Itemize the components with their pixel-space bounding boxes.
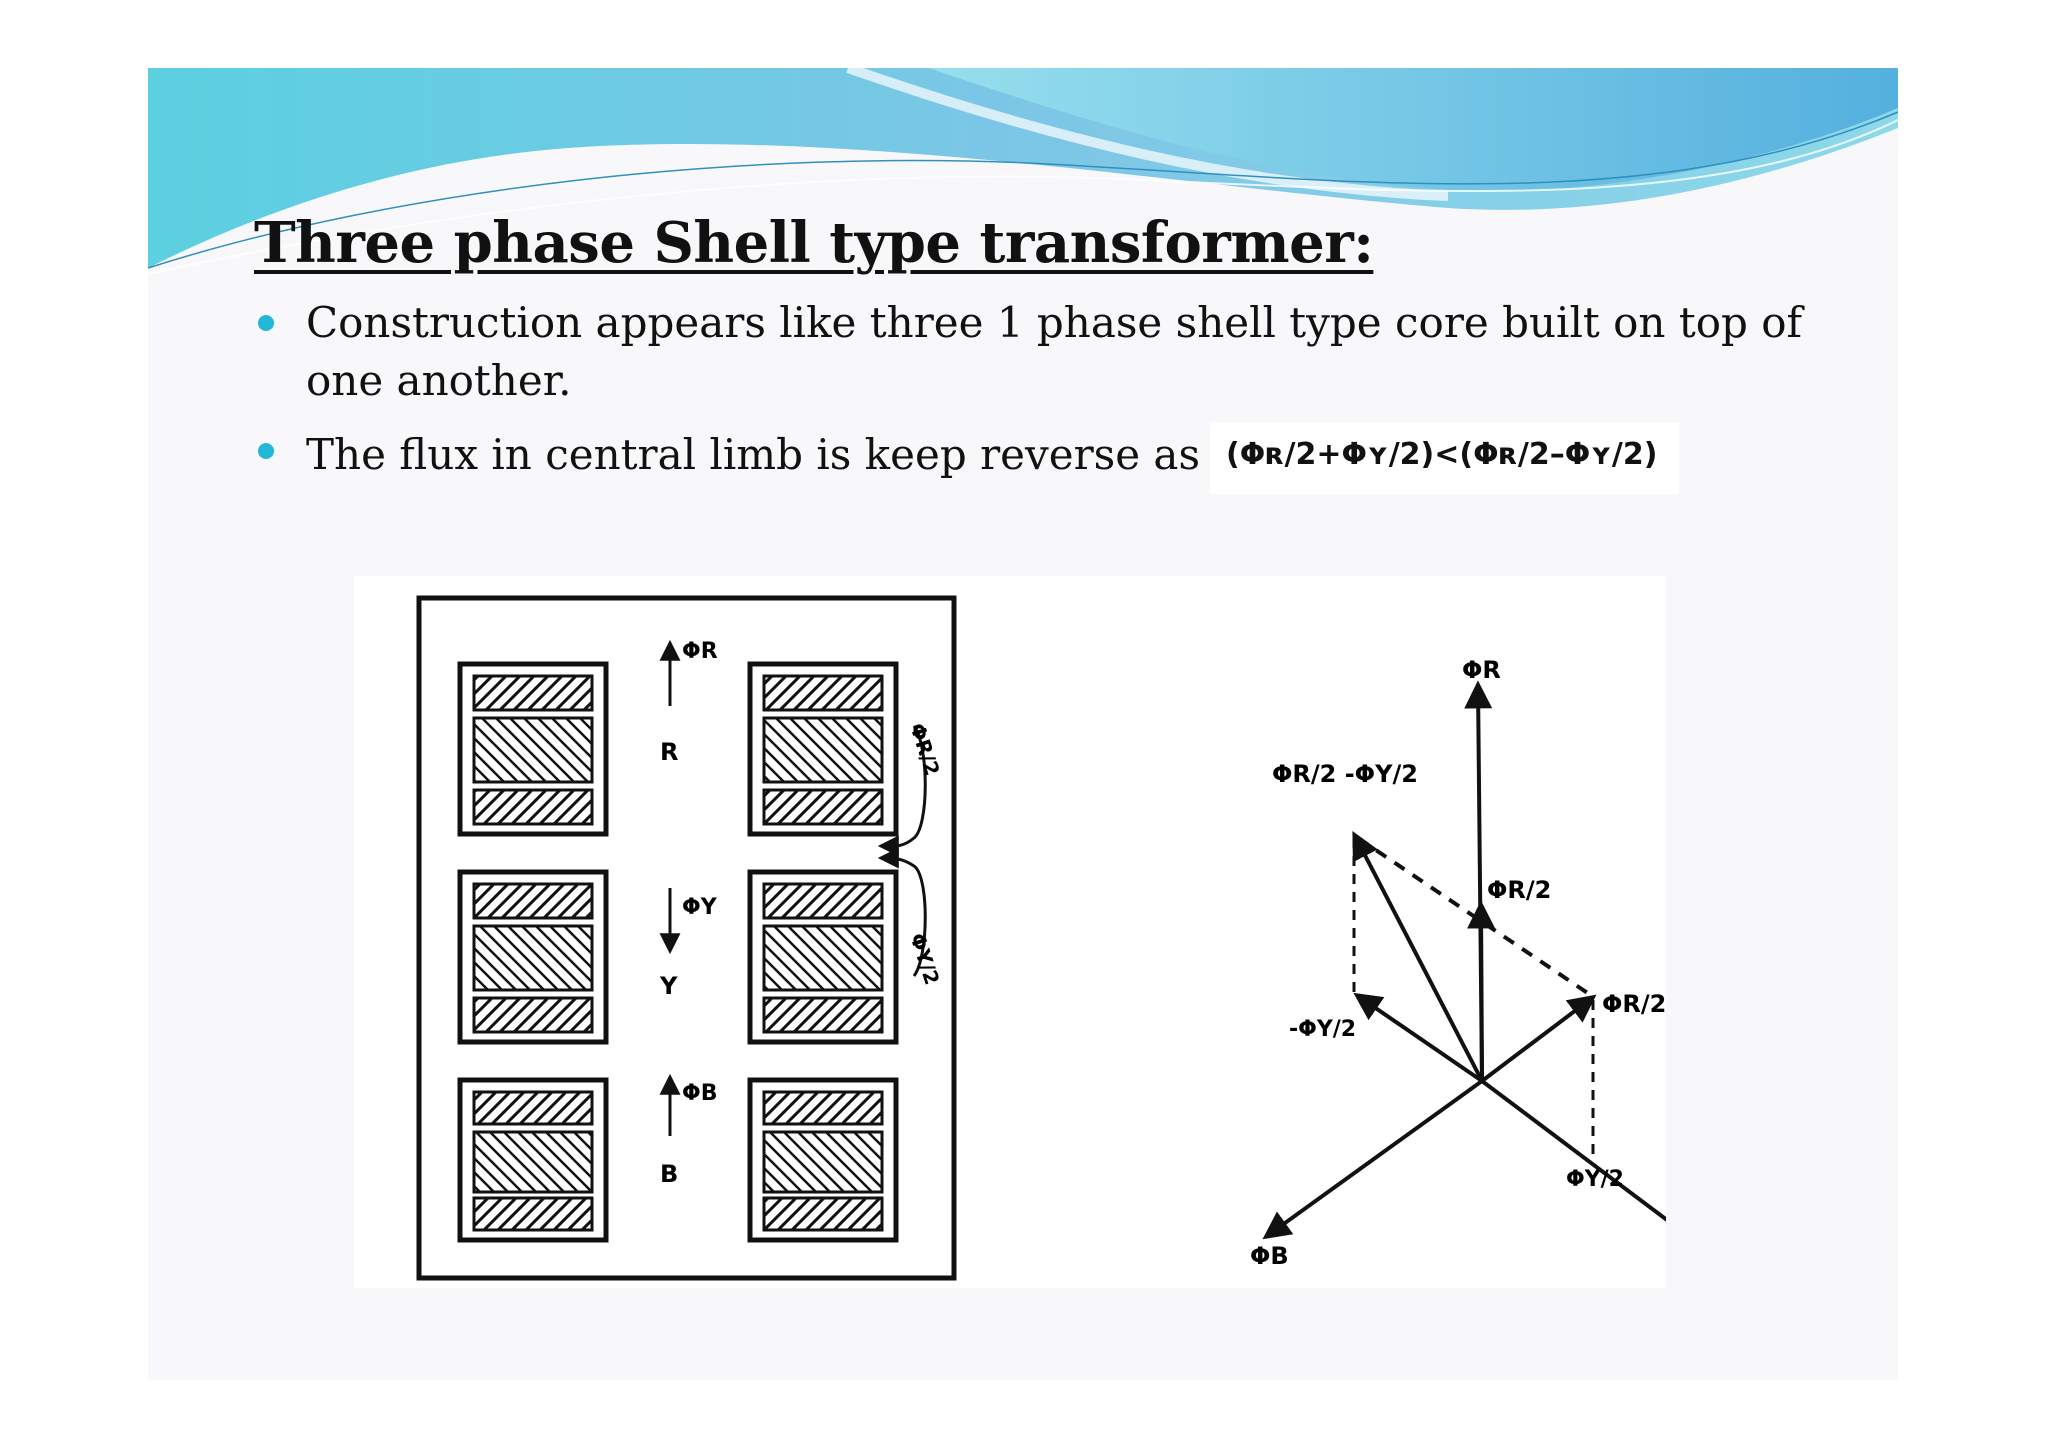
flux-b-label: ΦB <box>682 1081 717 1106</box>
phasor-phi-b <box>1262 1079 1484 1240</box>
phasor-phi-r-half <box>1467 900 1496 1082</box>
phasor-diagram: ΦR ΦR/2 ΦR/2 -ΦY/2 ΦR/2+ ΦY/2 -ΦY/2 ΦY/2… <box>1250 656 1758 1274</box>
phi-b-label: ΦB <box>1250 1242 1289 1270</box>
phi-r-label: ΦR <box>1462 656 1501 684</box>
phi-y-half-label: ΦY/2 <box>1566 1167 1624 1192</box>
phase-r-label: R <box>660 738 678 766</box>
phi-r-half-label: ΦR/2 <box>1487 876 1551 904</box>
bullet-list: Construction appears like three 1 phase … <box>254 294 1814 506</box>
bullet-dot-icon <box>258 443 274 459</box>
core-diagram: ΦR R ΦY Y ΦB B ΦR/2 ΦY/2 <box>416 595 957 1281</box>
diff-label: ΦR/2 -ΦY/2 <box>1272 760 1418 788</box>
phasor-sum <box>1480 994 1597 1083</box>
window-right-2 <box>747 869 899 1045</box>
wave-banner <box>148 68 1898 275</box>
side-flux-y-path <box>877 847 927 977</box>
side-flux-r-label: ΦR/2 <box>905 720 944 778</box>
phasor-neg-phi-y-half <box>1353 992 1484 1083</box>
bullet-item: The flux in central limb is keep reverse… <box>254 422 1814 494</box>
figure-area: ΦR R ΦY Y ΦB B ΦR/2 ΦY/2 <box>354 576 1758 1288</box>
window-left-1 <box>457 661 609 837</box>
dashed-diff-to-sum <box>1356 836 1594 998</box>
window-left-2 <box>457 869 609 1045</box>
bullet-text: The flux in central limb is keep reverse… <box>306 430 1201 479</box>
phase-b-label: B <box>660 1160 678 1188</box>
sum-label: ΦR/2+ ΦY/2 <box>1602 990 1666 1018</box>
slide-title: Three phase Shell type transformer: <box>254 210 1374 276</box>
side-flux-r-path <box>877 725 927 857</box>
bullet-text: Construction appears like three 1 phase … <box>306 298 1803 405</box>
phasor-phi-y <box>1480 1079 1704 1248</box>
window-left-3 <box>457 1077 609 1243</box>
bullet-item: Construction appears like three 1 phase … <box>254 294 1814 410</box>
flux-y-label: ΦY <box>682 895 718 920</box>
bullet-dot-icon <box>258 315 274 331</box>
slide: Three phase Shell type transformer: Cons… <box>148 68 1898 1380</box>
phase-y-label: Y <box>659 972 678 1000</box>
side-flux-y-label: ΦY/2 <box>905 930 944 988</box>
flux-r-label: ΦR <box>682 639 718 664</box>
neg-phi-y-half-label: -ΦY/2 <box>1289 1017 1356 1042</box>
core-outline <box>416 595 957 1281</box>
transformer-figure: ΦR R ΦY Y ΦB B ΦR/2 ΦY/2 <box>416 595 1758 1281</box>
phasor-diff <box>1352 831 1484 1082</box>
flux-formula: (Φʀ/2+Φʏ/2)<(Φʀ/2–Φʏ/2) <box>1210 422 1680 494</box>
window-right-1 <box>747 661 899 837</box>
window-right-3 <box>747 1077 899 1243</box>
